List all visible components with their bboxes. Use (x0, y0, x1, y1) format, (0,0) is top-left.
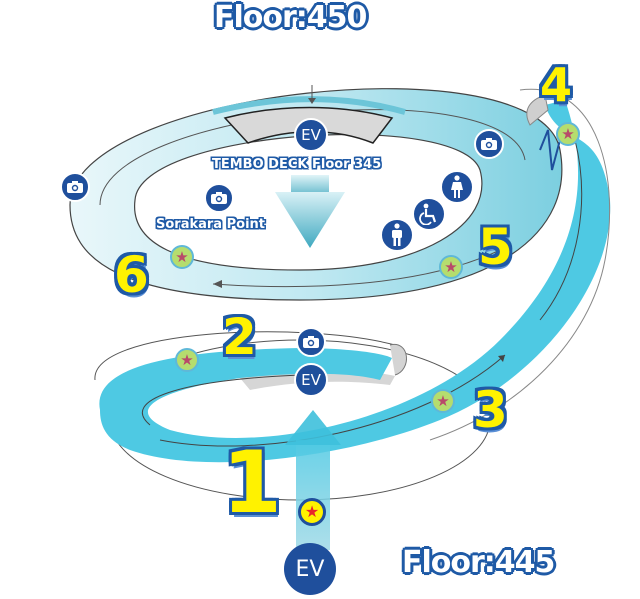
camera-icon[interactable] (204, 183, 234, 213)
route-arrow-icon (213, 280, 222, 288)
ev-label: EV (301, 371, 321, 389)
star-icon[interactable]: ★ (170, 245, 194, 269)
ev-label: EV (295, 556, 325, 582)
arrow-up-icon (285, 410, 341, 550)
floor-top-label: Floor:450 (214, 0, 367, 35)
route-number-5: 5 (478, 218, 513, 276)
route-number-1: 1 (222, 433, 282, 533)
route-number-4: 4 (540, 58, 573, 112)
elevator-top-badge[interactable]: EV (294, 118, 328, 152)
star-icon[interactable]: ★ (439, 255, 463, 279)
camera-icon[interactable] (474, 129, 504, 159)
male-restroom-icon[interactable] (380, 218, 414, 252)
route-number-6: 6 (114, 246, 149, 304)
tembo-deck-label: TEMBO DECK Floor 345 (212, 157, 382, 172)
route-number-3: 3 (473, 381, 508, 439)
start-star-icon[interactable]: ★ (298, 498, 326, 526)
star-icon[interactable]: ★ (556, 122, 580, 146)
camera-icon[interactable] (60, 172, 90, 202)
floor-bottom-label: Floor:445 (402, 545, 555, 580)
ev-label: EV (301, 126, 321, 144)
elevator-bottom-badge[interactable]: EV (284, 543, 336, 595)
female-restroom-icon[interactable] (440, 170, 474, 204)
sorakara-point-label: Sorakara Point (156, 217, 265, 232)
star-icon[interactable]: ★ (431, 389, 455, 413)
route-number-2: 2 (222, 308, 257, 366)
elevator-middle-badge[interactable]: EV (294, 363, 328, 397)
camera-icon[interactable] (296, 327, 326, 357)
star-icon[interactable]: ★ (175, 348, 199, 372)
upper-ring (69, 85, 563, 301)
accessible-restroom-icon[interactable] (412, 197, 446, 231)
main-route-band (99, 88, 611, 463)
arrow-down-icon (275, 175, 345, 248)
